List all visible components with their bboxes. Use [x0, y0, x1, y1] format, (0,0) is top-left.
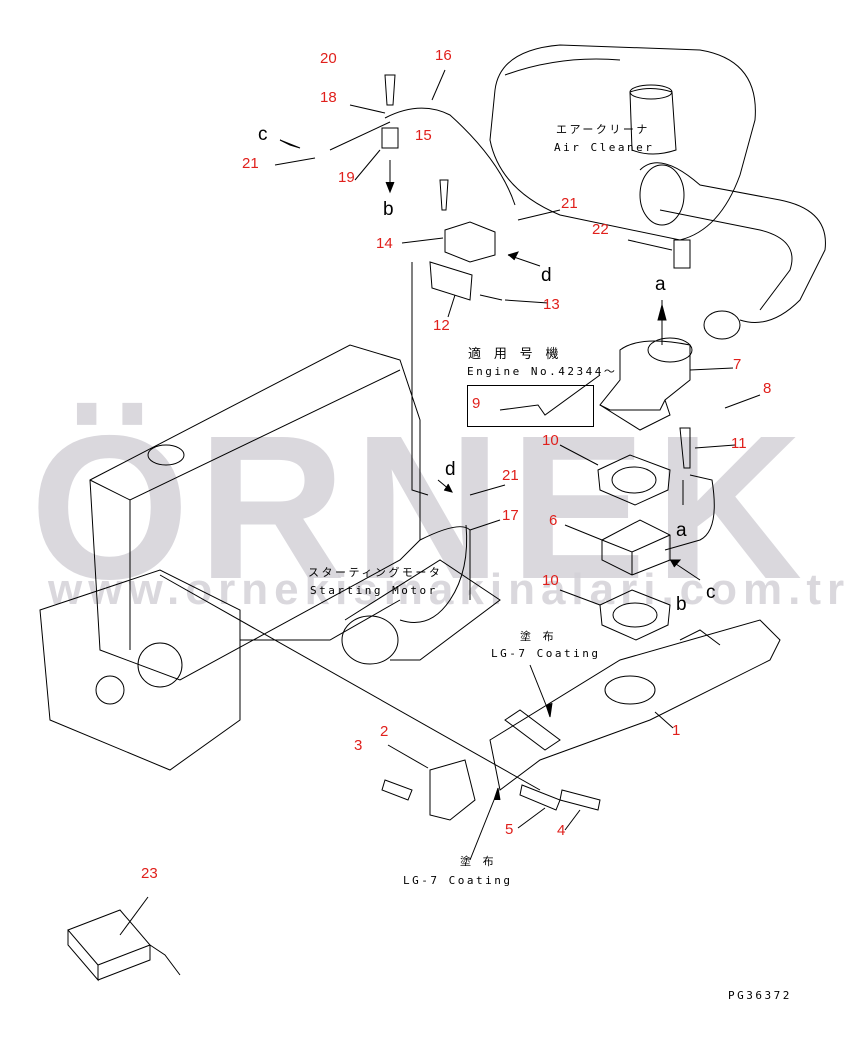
callout-13: 13	[543, 296, 560, 313]
wire-17	[399, 524, 468, 623]
callout-4: 4	[557, 822, 566, 839]
sensor-22	[673, 239, 691, 269]
air-cleaner-label-en: Air Cleaner	[554, 141, 655, 154]
heater-6	[601, 474, 715, 576]
callout-12: 12	[433, 317, 450, 334]
watermark-brand: ÖRNEK	[30, 393, 811, 622]
gasket-10-top	[597, 454, 671, 506]
engine-block	[39, 344, 421, 771]
callout-20: 20	[320, 50, 337, 67]
ref-letter-d: d	[445, 459, 456, 480]
callout-19: 19	[338, 169, 355, 186]
bolt-3	[381, 779, 413, 801]
intake-manifold-1	[489, 619, 781, 791]
callout-6: 6	[549, 512, 558, 529]
callout-8: 8	[763, 380, 772, 397]
engine-number-label: Engine No.42344～	[467, 365, 618, 378]
callout-21: 21	[561, 195, 578, 212]
wire-16	[384, 107, 516, 206]
gasket-10-bottom	[599, 589, 671, 641]
tool-23	[67, 909, 181, 982]
callout-17: 17	[502, 507, 519, 524]
ref-letter-b: b	[676, 594, 687, 615]
callout-18: 18	[320, 89, 337, 106]
air-cleaner-label-jp: エアークリーナ	[556, 123, 650, 136]
callout-23: 23	[141, 865, 158, 882]
coating-label-jp-2: 塗 布	[460, 855, 497, 868]
ref-letter-a: a	[655, 274, 666, 295]
callout-3: 3	[354, 737, 363, 754]
wire-21-top	[329, 121, 391, 151]
bolt-11	[679, 427, 691, 469]
ref-letter-d: d	[541, 265, 552, 286]
starting-motor-label-en: Starting Motor	[310, 584, 438, 597]
callout-2: 2	[380, 723, 389, 740]
coating-label-en-2: LG-7 Coating	[403, 874, 513, 887]
callout-22: 22	[592, 221, 609, 238]
ref-letter-c: c	[258, 124, 268, 145]
callout-21: 21	[242, 155, 259, 172]
arrows	[279, 139, 701, 861]
sleeve-19	[381, 127, 399, 149]
guide-line	[159, 574, 541, 791]
air-cleaner	[489, 44, 826, 340]
coating-label-en-1: LG-7 Coating	[491, 647, 601, 660]
watermark-url: www.ornekismakinalari.com.tr	[48, 565, 851, 614]
elbow-7	[599, 337, 693, 431]
callout-9: 9	[472, 395, 481, 412]
callout-10: 10	[542, 432, 559, 449]
bolt-4	[559, 789, 601, 811]
engine-number-box	[467, 385, 594, 427]
callout-5: 5	[505, 821, 514, 838]
callout-15: 15	[415, 127, 432, 144]
callout-7: 7	[733, 356, 742, 373]
ref-letter-b: b	[383, 199, 394, 220]
bolt-20	[384, 74, 396, 106]
plate-2	[429, 759, 476, 821]
leader-lines	[119, 69, 761, 936]
callout-10: 10	[542, 572, 559, 589]
starting-motor	[341, 526, 501, 665]
callout-16: 16	[435, 47, 452, 64]
ref-letter-c: c	[706, 582, 716, 603]
ref-letter-a: a	[676, 520, 687, 541]
bolt-15	[439, 179, 449, 211]
callout-1: 1	[672, 722, 681, 739]
drawing-code: PG36372	[728, 989, 792, 1002]
bracket-12	[429, 261, 473, 301]
bolt-13	[479, 294, 503, 301]
applicable-label-jp: 適 用 号 機	[468, 347, 561, 362]
bolt-5	[519, 784, 561, 811]
relay-14	[411, 221, 496, 496]
callout-21: 21	[502, 467, 519, 484]
callout-14: 14	[376, 235, 393, 252]
starting-motor-label-jp: スターティングモータ	[308, 566, 443, 579]
coating-label-jp-1: 塗 布	[520, 630, 557, 643]
callout-11: 11	[731, 435, 747, 452]
